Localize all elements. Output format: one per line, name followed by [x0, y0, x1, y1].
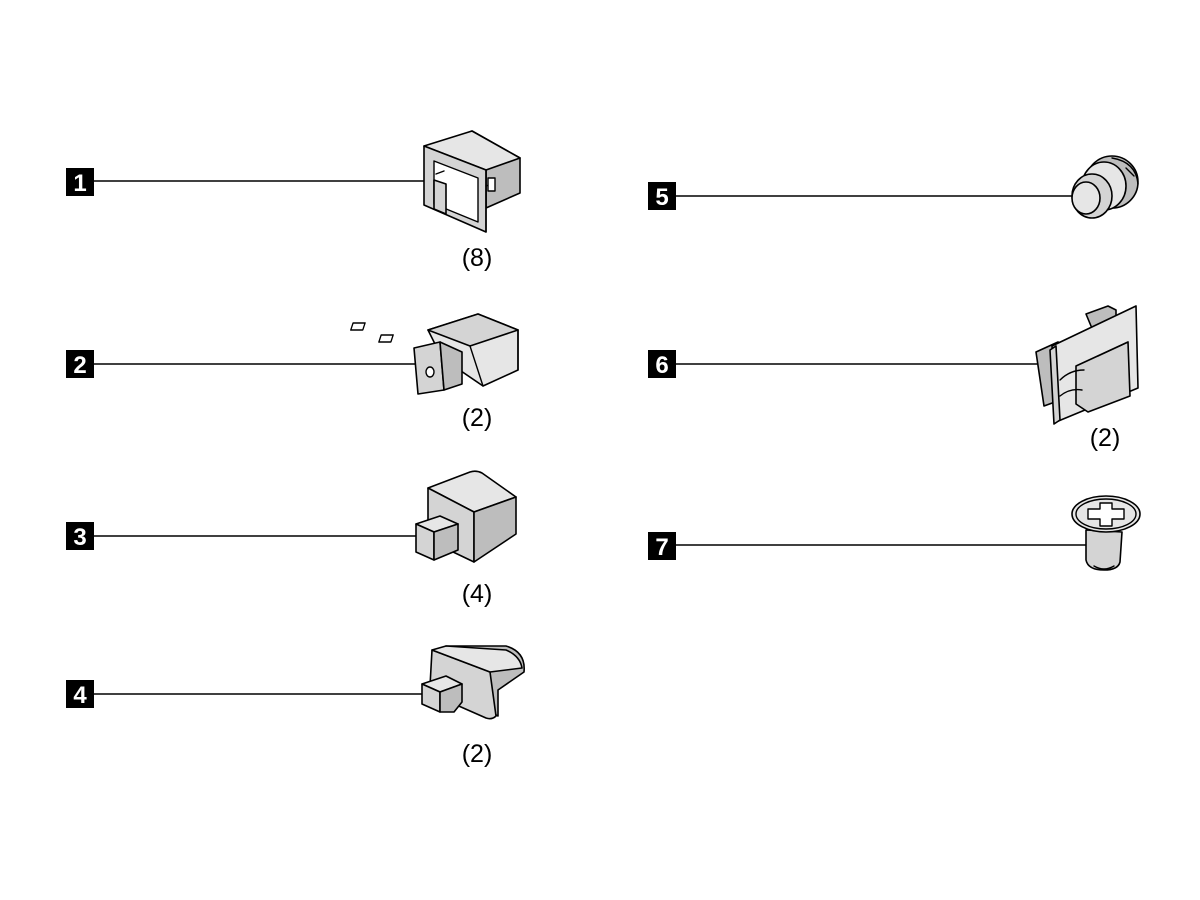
quantity-4: (2): [462, 740, 493, 768]
callout-badge-4: [66, 680, 94, 708]
usb-c-cap-icon: [421, 645, 525, 720]
callout-5: 5: [648, 182, 1074, 211]
callout-badge-5: [648, 182, 676, 210]
callout-3: 3 (4): [66, 522, 492, 608]
rj45-cap-icon: [415, 470, 517, 563]
quantity-3: (4): [462, 580, 493, 608]
callout-badge-6: [648, 350, 676, 378]
callout-4: 4 (2): [66, 680, 492, 768]
usb-plug-icon: [350, 313, 519, 395]
quantity-2: (2): [462, 404, 493, 432]
callout-number-3: 3: [73, 524, 86, 551]
dust-cover-icon: [423, 130, 521, 233]
callout-badge-1: [66, 168, 94, 196]
callout-number-7: 7: [655, 534, 668, 561]
callout-2: 2 (2): [66, 350, 492, 432]
callout-badge-7: [648, 532, 676, 560]
callout-7: 7: [648, 532, 1090, 561]
quantity-6: (2): [1090, 424, 1121, 452]
callout-number-4: 4: [73, 682, 87, 709]
callout-badge-2: [66, 350, 94, 378]
phillips-screw-icon: [1071, 495, 1141, 571]
callout-number-1: 1: [73, 170, 86, 197]
callout-badge-3: [66, 522, 94, 550]
dual-port-cover-icon: [1035, 305, 1139, 425]
callout-6: 6 (2): [648, 350, 1120, 452]
callout-1: 1 (8): [66, 168, 492, 272]
callout-number-5: 5: [655, 184, 668, 211]
callout-number-6: 6: [655, 352, 668, 379]
callout-number-2: 2: [73, 352, 86, 379]
rubber-grommet-icon: [1071, 155, 1139, 219]
quantity-1: (8): [462, 244, 493, 272]
